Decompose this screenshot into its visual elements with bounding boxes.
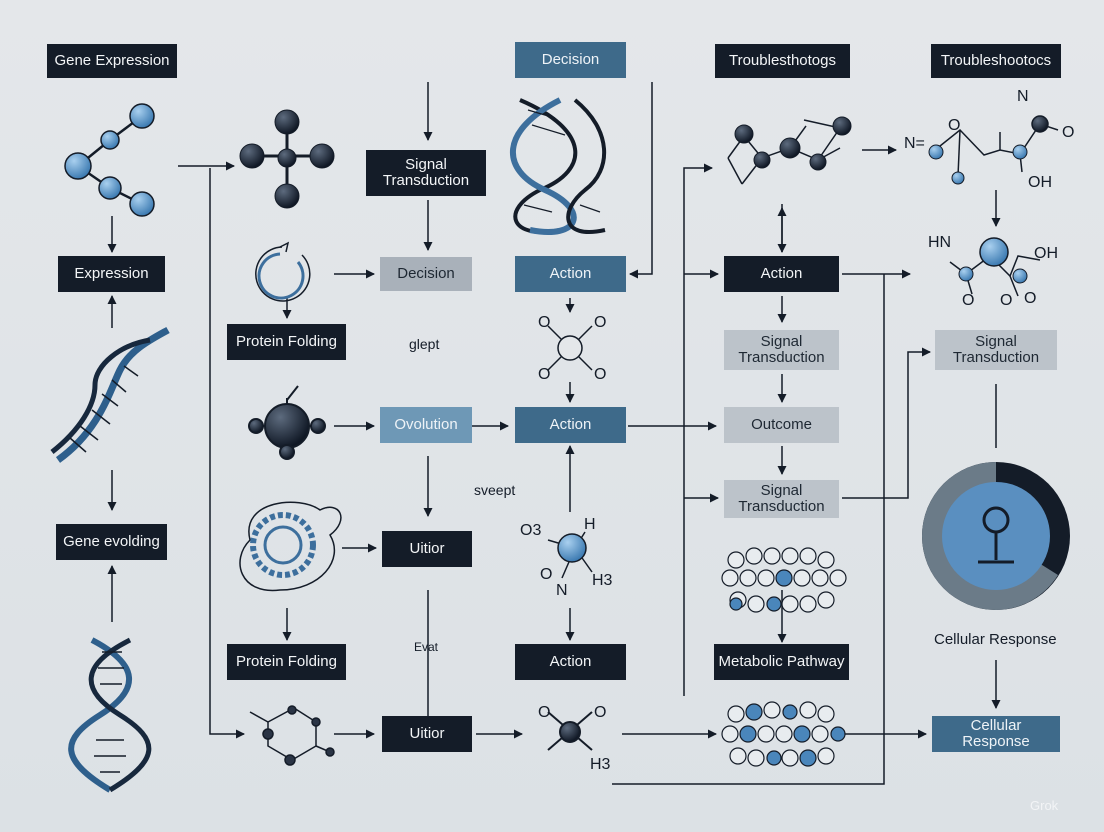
atom-label: O bbox=[1062, 124, 1075, 141]
arrow bbox=[629, 82, 653, 279]
node-signal-transduction-1: Signal Transduction bbox=[366, 150, 486, 196]
molecule-icon bbox=[64, 103, 155, 217]
particle-cluster-icon bbox=[721, 547, 847, 613]
node-metabolic-pathway: Metabolic Pathway bbox=[714, 644, 849, 680]
arrow bbox=[209, 168, 245, 739]
atom-label: O bbox=[948, 117, 961, 134]
atom-label: O bbox=[594, 704, 607, 721]
molecule-icon bbox=[949, 237, 1041, 297]
node-expression: Expression bbox=[58, 256, 165, 292]
atom-label: N bbox=[1017, 88, 1029, 105]
node-action-1: Action bbox=[515, 256, 626, 292]
node-uitior-1: Uitior bbox=[382, 531, 472, 567]
arrow bbox=[842, 347, 931, 499]
label-cellular-response: Cellular Response bbox=[934, 631, 1057, 648]
node-signal-transduction-2: Signal Transduction bbox=[724, 330, 839, 370]
atom-label: H3 bbox=[590, 756, 611, 773]
dna-helix-icon bbox=[50, 326, 170, 463]
node-decision-top: Decision bbox=[515, 42, 626, 78]
node-signal-transduction-3: Signal Transduction bbox=[935, 330, 1057, 370]
atom-label: O bbox=[594, 366, 607, 383]
arrow bbox=[683, 163, 713, 696]
atom-label: OH bbox=[1028, 174, 1052, 191]
node-uitior-2: Uitior bbox=[382, 716, 472, 752]
node-troubleshooting-1: Troublesthotogs bbox=[715, 44, 850, 78]
atom-label: H3 bbox=[592, 572, 613, 589]
arrow bbox=[612, 274, 885, 785]
water-molecule-icon bbox=[547, 531, 593, 579]
atom-label: O bbox=[1000, 292, 1013, 309]
label-evat: Evat bbox=[414, 640, 439, 654]
atom-label: O bbox=[962, 292, 975, 309]
node-outcome: Outcome bbox=[724, 407, 839, 443]
dna-helix-icon bbox=[509, 97, 606, 235]
atom-label: N bbox=[556, 582, 568, 599]
molecule-icon bbox=[727, 116, 852, 185]
atom-label: O bbox=[1024, 290, 1037, 307]
node-gene-expression: Gene Expression bbox=[47, 44, 177, 78]
node-decision-mid: Decision bbox=[380, 257, 472, 291]
label-sveept: sveept bbox=[474, 482, 516, 498]
molecule-icon bbox=[239, 109, 335, 209]
molecule-icon bbox=[547, 325, 593, 371]
atom-label: O bbox=[538, 314, 551, 331]
node-action-2: Action bbox=[724, 256, 839, 292]
protein-blob-icon bbox=[239, 501, 342, 592]
label-glept: glept bbox=[409, 336, 440, 352]
atom-label: OH bbox=[1034, 245, 1058, 262]
molecule-icon bbox=[547, 711, 593, 751]
cellular-response-icon bbox=[922, 462, 1070, 610]
atom-label: O3 bbox=[520, 522, 542, 539]
atom-label: O bbox=[540, 566, 553, 583]
ring-molecule-icon bbox=[249, 705, 335, 766]
atom-label: O bbox=[538, 366, 551, 383]
grok-watermark: Grok bbox=[1030, 798, 1059, 813]
dna-helix-icon bbox=[68, 637, 152, 793]
node-protein-folding-1: Protein Folding bbox=[227, 324, 346, 360]
cycle-arrow-icon bbox=[255, 241, 311, 302]
atom-label: N= bbox=[904, 135, 925, 152]
atom-label: H bbox=[584, 516, 596, 533]
node-signal-transduction-4: Signal Transduction bbox=[724, 480, 839, 518]
node-evolution: Ovolution bbox=[380, 407, 472, 443]
node-gene-evolding: Gene evolding bbox=[56, 524, 167, 560]
node-action-3: Action bbox=[515, 407, 626, 443]
node-cellular-response-box: Cellular Response bbox=[932, 716, 1060, 752]
atom-label: O bbox=[594, 314, 607, 331]
atom-label: O bbox=[538, 704, 551, 721]
particle-cluster-icon bbox=[721, 701, 846, 767]
node-troubleshooting-2: Troubleshootocs bbox=[931, 44, 1061, 78]
node-protein-folding-2: Protein Folding bbox=[227, 644, 346, 680]
node-action-4: Action bbox=[515, 644, 626, 680]
sphere-molecule-icon bbox=[248, 385, 326, 460]
molecule-icon bbox=[928, 115, 1059, 185]
atom-label: HN bbox=[928, 234, 952, 251]
